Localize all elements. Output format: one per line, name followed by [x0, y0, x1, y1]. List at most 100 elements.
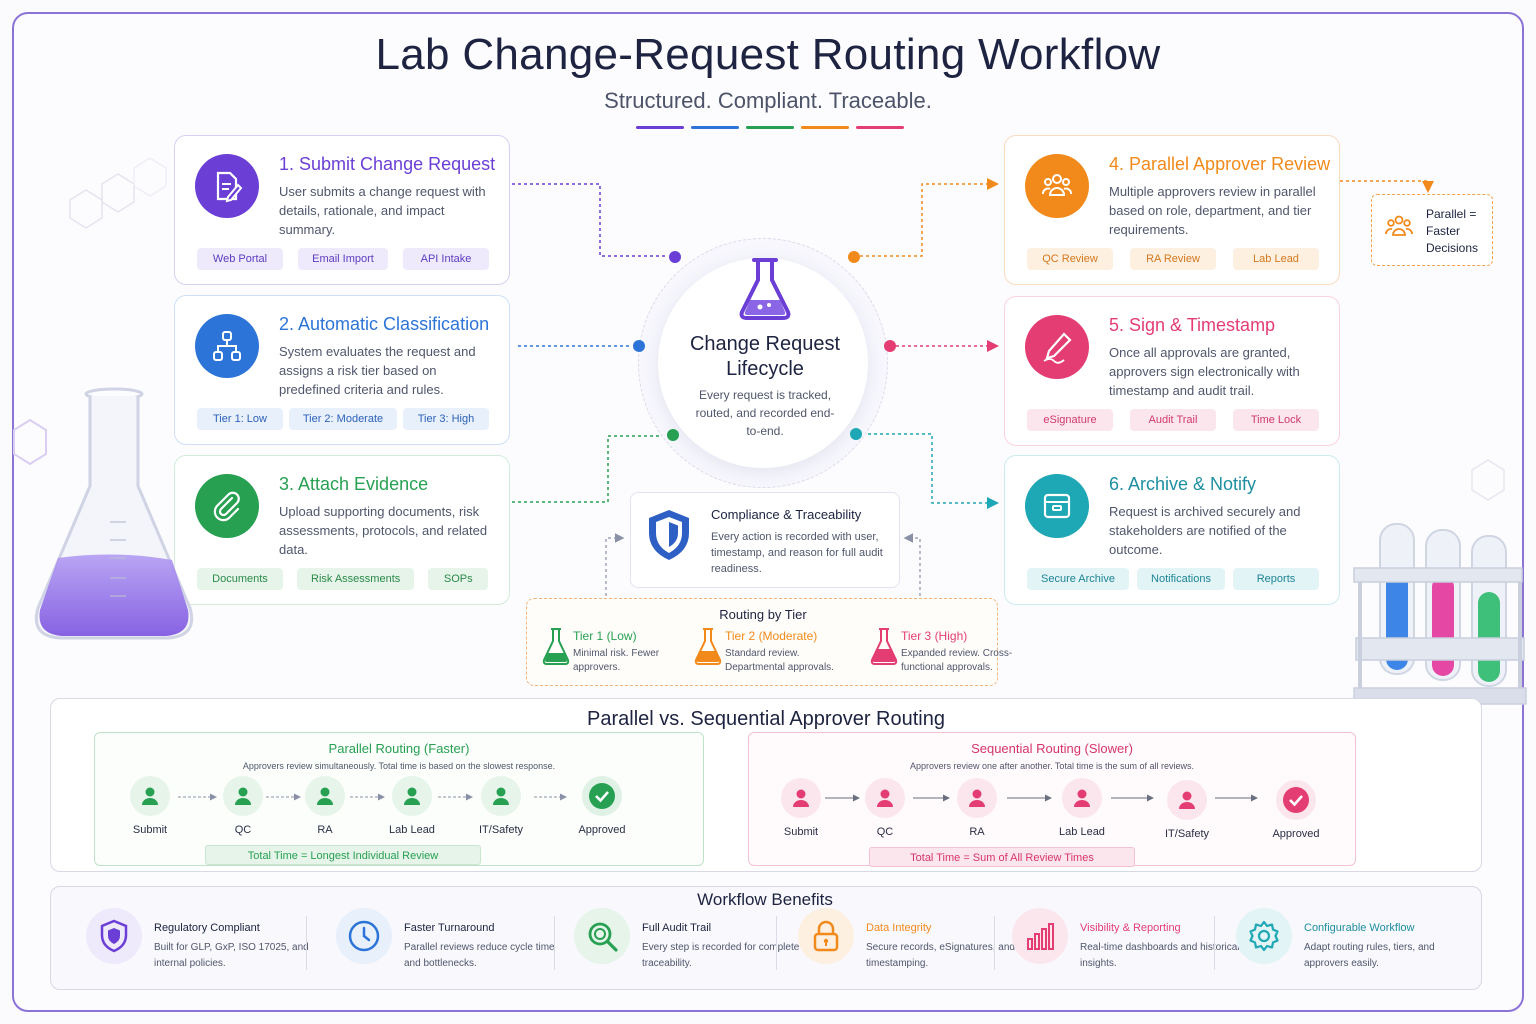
benefit-title: Regulatory Compliant — [154, 922, 260, 934]
divider — [1214, 916, 1215, 970]
benefit-configurable: Configurable Workflow Adapt routing rule… — [1236, 906, 1466, 982]
chip-tier-3[interactable]: Tier 3: High — [402, 408, 489, 430]
routing-by-tier-box: Routing by Tier Tier 1 (Low) Minimal ris… — [526, 598, 1012, 686]
test-tubes-icon — [1353, 523, 1527, 705]
person-icon — [404, 787, 420, 805]
benefit-desc: Built for GLP, GxP, ISO 17025, and inter… — [154, 942, 309, 969]
step-desc: System evaluates the request and assigns… — [279, 344, 476, 397]
connector-dot — [850, 428, 862, 440]
step-card-parallel-review[interactable]: 4. Parallel Approver Review Multiple app… — [1004, 135, 1340, 285]
parallel-total-time: Total Time = Longest Individual Review — [205, 845, 481, 865]
sequential-total-time: Total Time = Sum of All Review Times — [869, 847, 1135, 867]
compliance-box: Compliance & Traceability Every action i… — [630, 492, 900, 588]
benefit-desc: Parallel reviews reduce cycle time and b… — [404, 942, 555, 969]
chip-notifications[interactable]: Notifications — [1137, 568, 1225, 590]
chip-risk-assessments[interactable]: Risk Assessments — [297, 568, 415, 590]
shield-icon — [86, 908, 142, 964]
sequential-node-lab-lead: Lab Lead — [1040, 778, 1124, 838]
chip-qc-review[interactable]: QC Review — [1027, 248, 1113, 270]
parallel-arrows — [178, 793, 567, 801]
sequential-node-ra: RA — [935, 778, 1019, 838]
chip-email-import[interactable]: Email Import — [298, 248, 388, 270]
chip-lab-lead[interactable]: Lab Lead — [1233, 248, 1319, 270]
parallel-faster-badge: Parallel = Faster Decisions — [1371, 194, 1493, 266]
connector-dot — [884, 340, 896, 352]
step-card-evidence[interactable]: 3. Attach Evidence Upload supporting doc… — [174, 455, 510, 605]
connector-dot — [667, 429, 679, 441]
step-card-sign[interactable]: 5. Sign & Timestamp Once all approvals a… — [1004, 296, 1340, 446]
chip-reports[interactable]: Reports — [1233, 568, 1319, 590]
compliance-desc: Every action is recorded with user, time… — [711, 531, 883, 575]
step-desc: Multiple approvers review in parallel ba… — [1109, 184, 1316, 237]
chip-audit-trail[interactable]: Audit Trail — [1130, 409, 1216, 431]
chip-tier-2[interactable]: Tier 2: Moderate — [288, 408, 398, 430]
hub-circle — [658, 258, 868, 468]
step-title: 1. Submit Change Request — [279, 154, 496, 174]
benefit-title: Configurable Workflow — [1304, 922, 1415, 934]
step-card-submit[interactable]: 1. Submit Change Request User submits a … — [174, 135, 510, 285]
sequential-node-qc: QC — [843, 778, 927, 838]
benefit-data-integrity: Data Integrity Secure records, eSignatur… — [798, 906, 1028, 982]
check-circle-icon — [589, 783, 615, 809]
erlenmeyer-flask-icon — [34, 387, 194, 640]
step-card-classification[interactable]: 2. Automatic Classification System evalu… — [174, 295, 510, 445]
step-desc: Once all approvals are granted, approver… — [1109, 345, 1300, 398]
tier-box-title: Routing by Tier — [719, 607, 807, 622]
step-desc: Request is archived securely and stakeho… — [1109, 504, 1301, 557]
chip-esignature[interactable]: eSignature — [1027, 409, 1113, 431]
tier-1-item: Tier 1 (Low) Minimal risk. Fewer approve… — [531, 627, 687, 679]
tier-desc: Standard review. Departmental approvals. — [725, 648, 834, 673]
flask-green-icon — [542, 628, 570, 665]
chip-time-lock[interactable]: Time Lock — [1233, 409, 1319, 431]
parallel-node-ra: RA — [283, 776, 367, 836]
sequential-arrows — [825, 794, 1258, 802]
benefit-regulatory: Regulatory Compliant Built for GLP, GxP,… — [86, 906, 316, 982]
lock-icon — [798, 908, 854, 964]
archive-box-icon — [1025, 474, 1089, 538]
person-icon — [142, 787, 158, 805]
tier-name: Tier 1 (Low) — [573, 629, 637, 643]
document-edit-icon — [195, 154, 259, 218]
divider — [306, 916, 307, 970]
chip-tier-1[interactable]: Tier 1: Low — [197, 408, 283, 430]
step-card-archive[interactable]: 6. Archive & Notify Request is archived … — [1004, 455, 1340, 605]
parallel-node-it-safety: IT/Safety — [459, 776, 543, 836]
chip-secure-archive[interactable]: Secure Archive — [1027, 568, 1129, 590]
parallel-node-qc: QC — [201, 776, 285, 836]
chip-api-intake[interactable]: API Intake — [403, 248, 489, 270]
connector-dot — [669, 251, 681, 263]
person-icon — [793, 789, 809, 807]
sequential-routing-subtitle: Approvers review one after another. Tota… — [910, 761, 1194, 771]
parallel-badge-text: Parallel = Faster Decisions — [1426, 207, 1479, 255]
benefits-title: Workflow Benefits — [697, 890, 833, 909]
chip-documents[interactable]: Documents — [197, 568, 283, 590]
compliance-title: Compliance & Traceability — [711, 507, 862, 522]
hexagon-decoration-icon — [13, 418, 47, 466]
check-circle-icon — [1283, 787, 1309, 813]
hub-title: Change Request Lifecycle — [689, 333, 841, 380]
tier-desc: Minimal risk. Fewer approvers. — [573, 648, 660, 673]
sequential-node-approved: Approved — [1254, 780, 1338, 840]
tier-name: Tier 2 (Moderate) — [725, 629, 818, 643]
flask-icon — [739, 258, 791, 320]
benefit-title: Full Audit Trail — [642, 922, 712, 934]
tier-name: Tier 3 (High) — [901, 629, 968, 643]
routing-title: Parallel vs. Sequential Approver Routing — [587, 708, 945, 730]
person-icon — [877, 789, 893, 807]
flask-pink-icon — [870, 628, 898, 665]
step-title: 6. Archive & Notify — [1109, 474, 1257, 494]
flask-orange-icon — [694, 628, 722, 665]
tier-desc: Expanded review. Cross-functional approv… — [901, 648, 1013, 673]
clock-icon — [336, 908, 392, 964]
paperclip-icon — [195, 474, 259, 538]
magnifier-icon — [574, 908, 630, 964]
team-icon — [1385, 215, 1413, 236]
step-title: 4. Parallel Approver Review — [1109, 154, 1331, 174]
benefit-desc: Real-time dashboards and historical insi… — [1080, 942, 1240, 969]
parallel-routing-title: Parallel Routing (Faster) — [328, 741, 470, 756]
chip-ra-review[interactable]: RA Review — [1130, 248, 1216, 270]
hexagon-decoration-icon — [69, 157, 167, 229]
chip-web-portal[interactable]: Web Portal — [197, 248, 283, 270]
tier-2-item: Tier 2 (Moderate) Standard review. Depar… — [683, 627, 839, 679]
chip-sops[interactable]: SOPs — [428, 568, 489, 590]
